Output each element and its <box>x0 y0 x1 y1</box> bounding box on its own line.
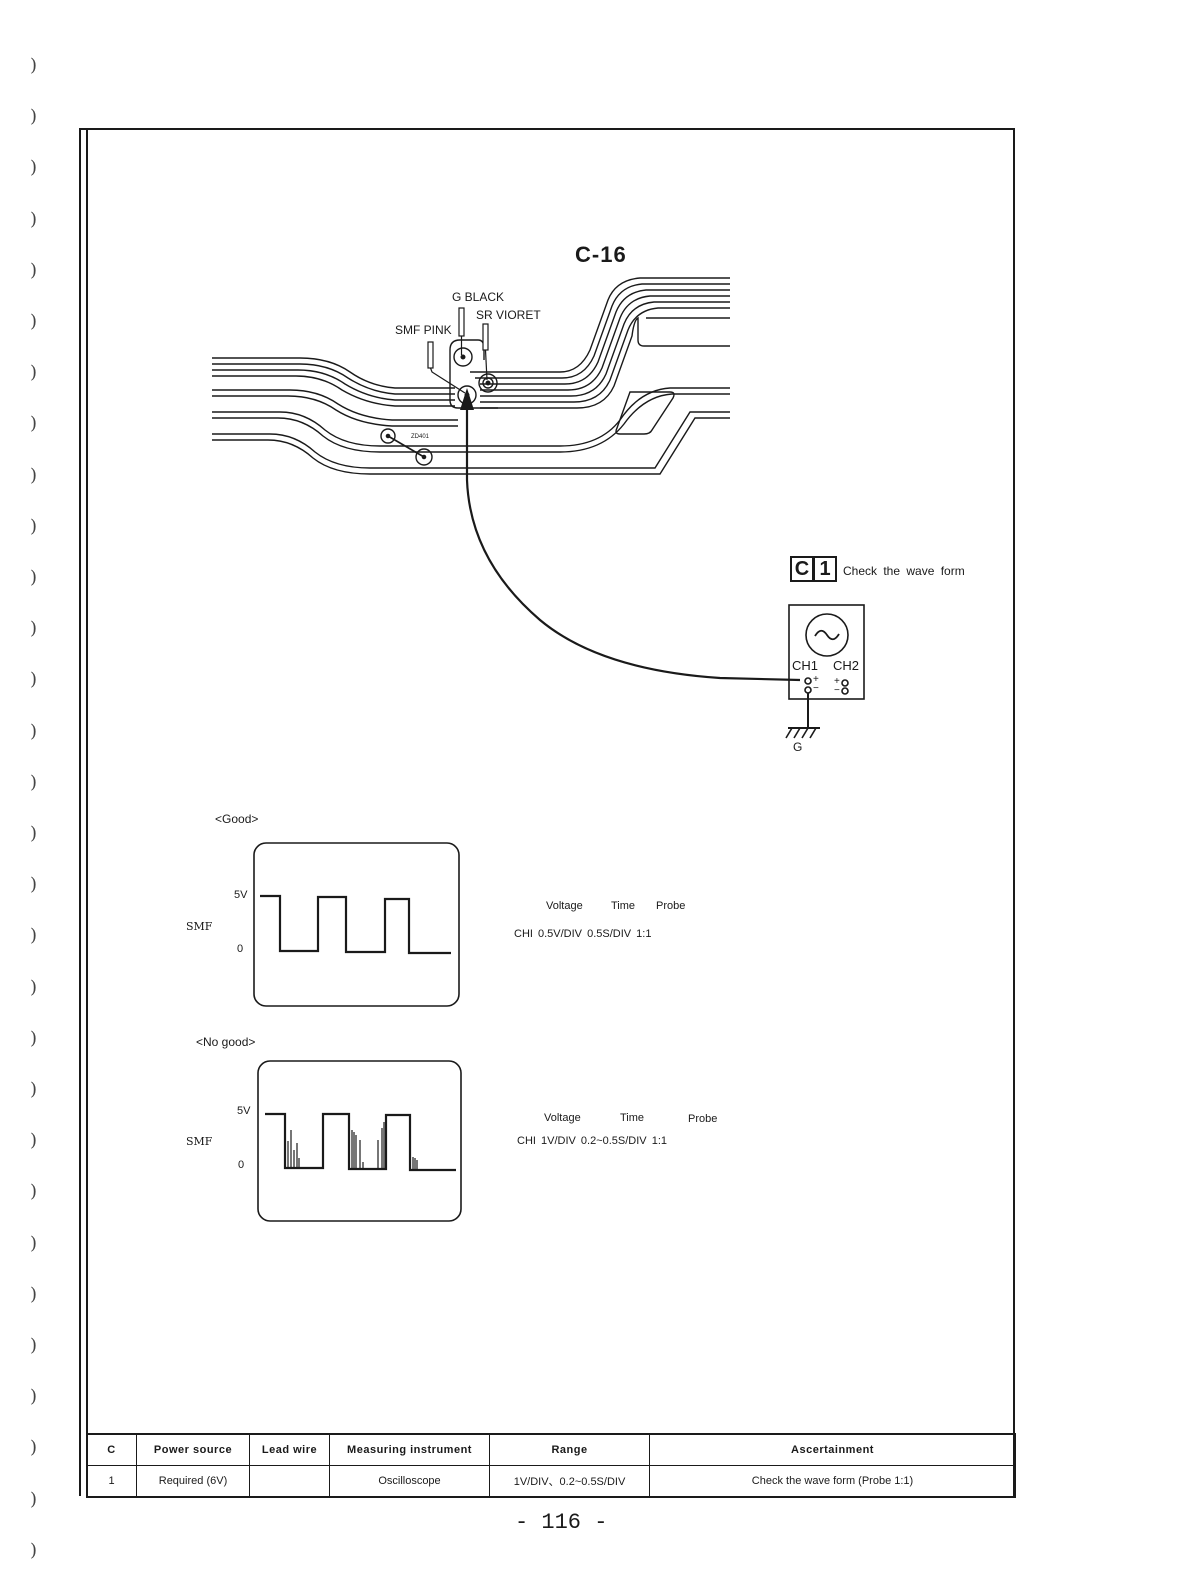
check-step-letter: C <box>790 556 814 582</box>
waveform-nogood-spec-probe: Probe <box>688 1113 718 1125</box>
summary-table-header: C Power source Lead wire Measuring instr… <box>86 1433 1016 1466</box>
binder-hole-mark: ) <box>30 771 38 793</box>
scope-ch1-plus: + <box>813 674 819 685</box>
header-measuring-instrument: Measuring instrument <box>329 1433 490 1466</box>
binder-hole-mark: ) <box>30 1079 38 1100</box>
header-range: Range <box>489 1433 650 1466</box>
binder-hole-mark: ) <box>30 106 38 128</box>
cell-range: 1V/DIV、0.2~0.5S/DIV <box>489 1465 650 1498</box>
header-power-source: Power source <box>136 1433 250 1466</box>
binder-hole-mark: ) <box>30 976 38 998</box>
cell-measuring-instrument: Oscilloscope <box>329 1465 490 1498</box>
waveform-good-spec-probe: Probe <box>656 900 686 912</box>
binder-hole-mark: ) <box>30 1488 38 1510</box>
binder-hole-mark: ) <box>30 669 38 691</box>
header-lead-wire: Lead wire <box>249 1433 330 1466</box>
scope-ch1-label: CH1 <box>792 658 819 673</box>
probe-pins <box>427 307 489 394</box>
check-step-text: Check the wave form <box>843 564 965 578</box>
binder-hole-mark: ) <box>30 567 38 588</box>
waveform-good-y-high: 5V <box>234 889 248 901</box>
waveform-good-spec-time: Time <box>611 900 636 912</box>
cell-c: 1 <box>86 1465 137 1498</box>
component-label: ZD401 <box>411 434 430 440</box>
diagram-title: C-16 <box>575 242 627 267</box>
binder-hole-mark: ) <box>30 1335 38 1356</box>
binder-hole-mark: ) <box>30 925 38 947</box>
table-row: 1 Required (6V) Oscilloscope 1V/DIV、0.2~… <box>86 1465 1016 1498</box>
binder-hole-mark: ) <box>30 1130 38 1152</box>
binder-hole-mark: ) <box>30 413 38 435</box>
probe-label-g: G BLACK <box>452 290 505 304</box>
binder-hole-mark: ) <box>30 1283 38 1305</box>
scope-screen-no-good <box>257 1060 462 1222</box>
scope-ch1-minus: − <box>813 683 819 694</box>
binder-hole-mark: ) <box>30 720 38 742</box>
waveform-good-signal: SMF <box>186 920 213 933</box>
waveform-nogood-spec-row: CHI 1V/DIV 0.2~0.5S/DIV 1:1 <box>517 1135 667 1147</box>
scope-screen-good <box>253 842 460 1007</box>
check-step-badge: C 1 <box>790 556 837 582</box>
binder-hole-mark: ) <box>30 823 38 844</box>
page-frame-inner <box>86 128 88 1496</box>
check-step-number: 1 <box>814 556 837 582</box>
page-frame <box>79 128 1015 1496</box>
binder-hole-mark: ) <box>30 259 38 281</box>
waveform-nogood-spec-voltage: Voltage <box>544 1112 581 1124</box>
binder-hole-mark: ) <box>30 157 38 179</box>
waveform-good-heading: <Good> <box>215 812 259 826</box>
probe-cable <box>460 388 801 682</box>
probe-label-smf: SMF PINK <box>395 323 452 337</box>
waveform-nogood-heading: <No good> <box>196 1035 256 1049</box>
ground-label: G <box>793 740 803 754</box>
waveform-good-y-low: 0 <box>237 943 244 955</box>
header-ascertainment: Ascertainment <box>649 1433 1016 1466</box>
test-point-sr[interactable] <box>478 373 498 393</box>
binder-hole-mark: ) <box>30 1539 38 1561</box>
scope-ch2-label: CH2 <box>833 658 860 673</box>
binder-hole-mark: ) <box>30 1386 38 1408</box>
test-point-g[interactable] <box>453 347 473 367</box>
binder-hole-mark: ) <box>30 618 38 640</box>
binder-hole-mark: ) <box>30 464 38 486</box>
cell-ascertainment: Check the wave form (Probe 1:1) <box>649 1465 1016 1498</box>
probe-label-sr: SR VIORET <box>476 308 541 322</box>
binder-hole-mark: ) <box>30 1027 38 1049</box>
waveform-nogood-signal: SMF <box>186 1135 213 1148</box>
summary-table: C Power source Lead wire Measuring instr… <box>86 1433 1016 1498</box>
scope-ch2-minus: − <box>834 685 840 696</box>
waveform-nogood-spec-time: Time <box>620 1112 645 1124</box>
waveform-nogood-y-low: 0 <box>238 1159 245 1171</box>
binder-hole-mark: ) <box>30 515 38 537</box>
cell-lead-wire <box>249 1465 330 1498</box>
binder-hole-mark: ) <box>30 1232 38 1254</box>
binder-hole-mark: ) <box>30 1437 38 1459</box>
oscilloscope-icon <box>785 604 865 739</box>
header-c: C <box>86 1433 137 1466</box>
binder-hole-mark: ) <box>30 311 38 332</box>
waveform-nogood-y-high: 5V <box>237 1105 251 1117</box>
binder-hole-mark: ) <box>30 208 38 230</box>
scope-ch2-plus: + <box>834 676 840 687</box>
waveform-good-spec-voltage: Voltage <box>546 900 583 912</box>
pcb-traces <box>212 277 730 475</box>
page-number: - 116 - <box>515 1510 608 1535</box>
cell-power-source: Required (6V) <box>136 1465 250 1498</box>
binder-hole-mark: ) <box>30 874 38 896</box>
binder-hole-mark: ) <box>30 1181 38 1203</box>
binder-hole-mark: ) <box>30 55 38 76</box>
binder-hole-mark: ) <box>30 362 38 384</box>
waveform-good-spec-row: CHI 0.5V/DIV 0.5S/DIV 1:1 <box>514 928 652 940</box>
